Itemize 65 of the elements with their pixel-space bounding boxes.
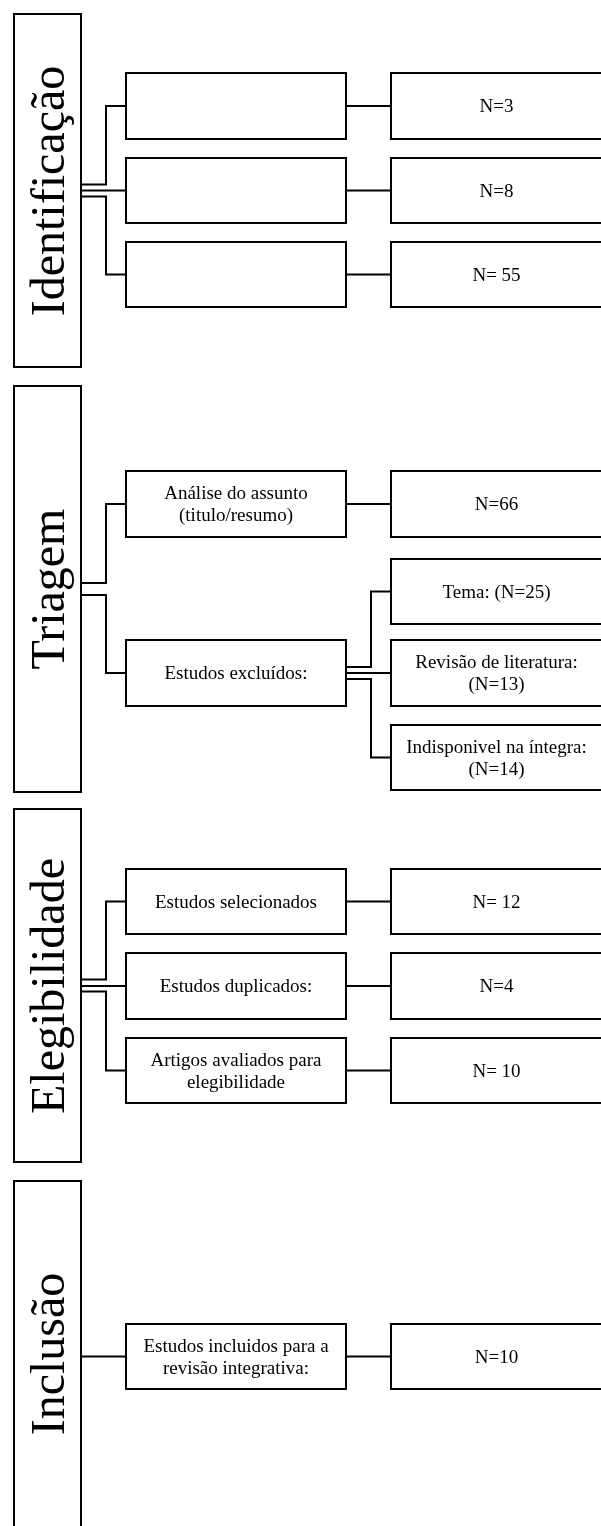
connector-line: [346, 672, 391, 674]
process-box: [390, 724, 601, 791]
connector-line: [81, 189, 126, 192]
process-box: [390, 72, 601, 140]
process-box: [125, 868, 347, 935]
box-label: N=10: [473, 1345, 520, 1368]
process-box: [390, 241, 601, 308]
connector-line: [81, 105, 126, 186]
connector-line: [346, 105, 391, 107]
box-label: N=66: [473, 493, 520, 515]
phase-bar: [13, 808, 82, 1163]
process-box: [125, 157, 347, 224]
box-label: Análise do assunto (titulo/resumo): [163, 482, 309, 526]
box-label: N=8: [478, 179, 515, 202]
box-label: N=3: [478, 95, 515, 117]
box-label: Estudos incluidos para a revisão integrativa:: [142, 1334, 330, 1379]
process-box: [390, 470, 601, 538]
phase-bar: [13, 385, 82, 793]
phase-bar: [13, 13, 82, 368]
process-box: [390, 1037, 601, 1104]
connector-line: [81, 900, 126, 981]
process-box: [125, 1037, 347, 1104]
box-label: Artigos avaliados para elegibilidade: [149, 1048, 323, 1093]
phase-label: Inclusão: [23, 1272, 72, 1436]
connector-line: [346, 900, 391, 903]
connector-line: [81, 985, 126, 987]
connector-line: [81, 503, 126, 584]
phase-bar: [13, 1180, 82, 1526]
connector-line: [346, 590, 391, 668]
connector-line: [81, 990, 126, 1072]
process-box: [125, 639, 347, 707]
process-box: [125, 1323, 347, 1390]
process-box: [390, 639, 601, 707]
process-box: [390, 558, 601, 625]
phase-label: Triagem: [23, 508, 72, 670]
connector-line: [346, 985, 391, 987]
box-label: Indisponivel na íntegra: (N=14): [405, 735, 588, 780]
process-box: [390, 157, 601, 224]
connector-line: [346, 1355, 391, 1358]
process-box: [125, 72, 347, 140]
connector-line: [346, 1069, 391, 1072]
process-box: [390, 1323, 601, 1390]
connector-line: [81, 594, 126, 674]
box-label: Revisão de literatura: (N=13): [414, 651, 579, 695]
connector-line: [346, 273, 391, 276]
process-box: [125, 470, 347, 538]
box-label: N=4: [478, 975, 515, 997]
connector-line: [81, 1355, 126, 1358]
process-box: [125, 241, 347, 308]
box-label: N= 55: [471, 263, 522, 286]
phase-label: Identificação: [23, 65, 72, 316]
connector-line: [346, 503, 391, 505]
box-label: Estudos selecionados: [154, 890, 318, 913]
connector-line: [81, 195, 126, 276]
box-label: N= 12: [471, 890, 522, 913]
box-label: Estudos excluídos:: [163, 662, 309, 684]
box-label: N= 10: [471, 1059, 522, 1082]
box-label: Tema: (N=25): [441, 580, 552, 603]
box-label: Estudos duplicados:: [158, 975, 314, 997]
process-box: [390, 868, 601, 935]
connector-line: [346, 678, 391, 759]
phase-label: Elegibilidade: [23, 857, 72, 1114]
process-box: [390, 952, 601, 1020]
connector-line: [346, 189, 391, 192]
process-box: [125, 952, 347, 1020]
